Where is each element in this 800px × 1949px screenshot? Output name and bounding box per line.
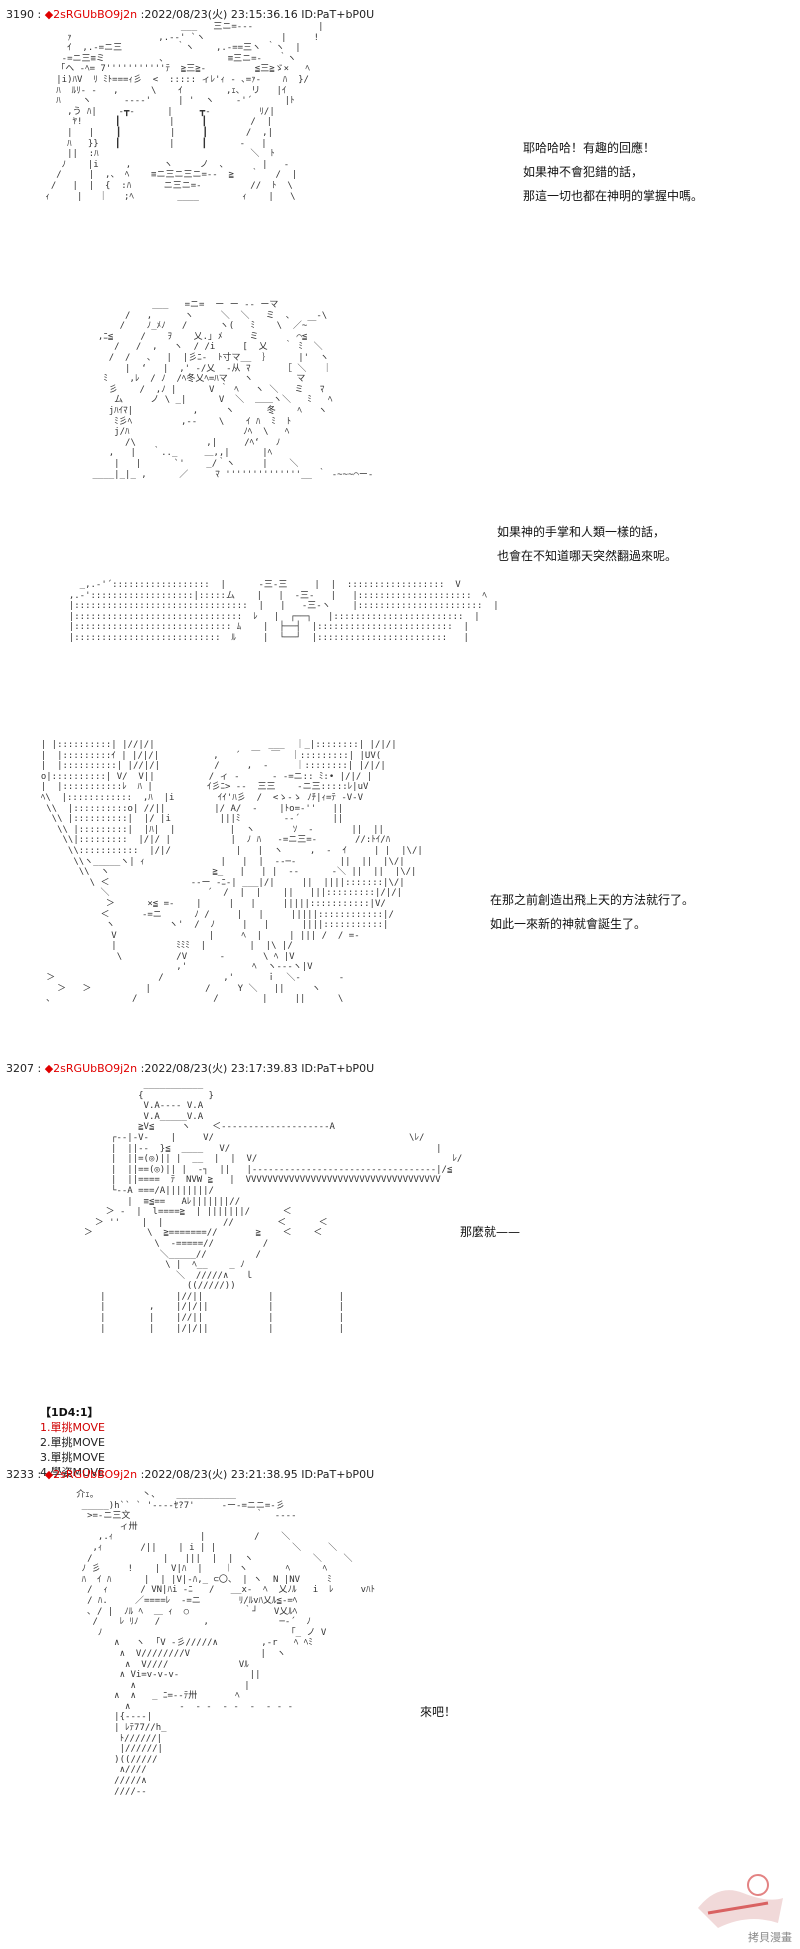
ascii-art-body-2: _,.-'´:::::::::::::::::: | ‐三‐三 | | ::::… <box>68 580 499 643</box>
ascii-art-pointing: 介ｪ。 丶、 ___________ _____)h`` ` '‐‐‐‐ｾ?7'… <box>76 1490 376 1797</box>
post-number: 3233 <box>6 1468 34 1481</box>
post-number: 3190 <box>6 8 34 21</box>
dialog-line: 耶哈哈哈！有趣的回應！ <box>523 141 656 155</box>
trip-link[interactable]: 2sRGUbBO9j2n <box>53 1468 138 1481</box>
diamond-icon: ◆ <box>44 1062 54 1075</box>
dialog-4: 那麼就—— <box>460 1220 520 1244</box>
post-number: 3207 <box>6 1062 34 1075</box>
post-datetime: :2022/08/23(火) 23:21:38.95 ID:PaT+bP0U <box>137 1468 375 1481</box>
dialog-line: 如此一來新的神就會誕生了。 <box>490 917 647 931</box>
post-sep: : <box>34 8 45 21</box>
diamond-icon: ◆ <box>44 1468 54 1481</box>
dice-option-2: 2.單挑MOVE <box>40 1436 105 1449</box>
dialog-line: 那麼就—— <box>460 1225 521 1239</box>
post-datetime: :2022/08/23(火) 23:17:39.83 ID:PaT+bP0U <box>137 1062 375 1075</box>
post-header-3207: 3207 : ◆2sRGUbBO9j2n :2022/08/23(火) 23:1… <box>6 1060 374 1076</box>
dialog-line: 如果神的手掌和人類一樣的話， <box>497 525 666 539</box>
dialog-line: 如果神不會犯錯的話， <box>523 165 644 179</box>
ascii-art-chainsaw: ___________ { } V.A‐‐‐‐ V.A V.A_____V.A … <box>83 1080 463 1334</box>
dice-title: 【1D4:1】 <box>40 1406 99 1419</box>
dialog-3: 在那之前創造出飛上天的方法就行了。 如此一來新的神就會誕生了。 <box>490 888 694 936</box>
dialog-2: 如果神的手掌和人類一樣的話， 也會在不知道哪天突然翻過來呢。 <box>497 520 677 568</box>
dice-option-4: 4.學姿MOVE <box>40 1466 105 1479</box>
trip-link[interactable]: 2sRGUbBO9j2n <box>53 1062 138 1075</box>
dialog-line: 在那之前創造出飛上天的方法就行了。 <box>490 893 695 907</box>
dialog-line: 也會在不知道哪天突然翻過來呢。 <box>497 549 678 563</box>
ascii-art-face-1: ___ 三ニ=--- | ｧ ,.-‐' `ヽ | ! ｲ ,.-=ニ三 ｀ヽ … <box>45 22 324 202</box>
post-datetime: :2022/08/23(火) 23:15:36.16 ID:PaT+bP0U <box>137 8 375 21</box>
diamond-icon: ◆ <box>44 8 54 21</box>
dice-option-3: 3.單挑MOVE <box>40 1451 105 1464</box>
post-sep: : <box>34 1468 45 1481</box>
post-header-3190: 3190 : ◆2sRGUbBO9j2n :2022/08/23(火) 23:1… <box>6 6 374 22</box>
dialog-1: 耶哈哈哈！有趣的回應！ 如果神不會犯錯的話， 那這一切也都在神明的掌握中嗎。 <box>523 136 703 208</box>
dice-option-1: 1.單挑MOVE <box>40 1421 105 1434</box>
dialog-line: 來吧！ <box>420 1705 457 1719</box>
post-header-3233: 3233 : ◆2sRGUbBO9j2n :2022/08/23(火) 23:2… <box>6 1466 374 1482</box>
post-sep: : <box>34 1062 45 1075</box>
ascii-art-3: | |::::::::::| |//|/| ___ ｜_|::::::::| |… <box>40 740 423 1005</box>
dialog-5: 來吧！ <box>420 1700 456 1724</box>
trip-link[interactable]: 2sRGUbBO9j2n <box>53 8 138 21</box>
dice-result: 【1D4:1】 1.單挑MOVE 2.單挑MOVE 3.單挑MOVE 4.學姿M… <box>40 1405 105 1480</box>
watermark-text: 拷貝漫畫 <box>748 1931 792 1944</box>
ascii-art-face-2: ___ =ニ= ー ー -- ーマ / , ヽ ＼ ＼ ミ 、 ‐\ / ﾉ_ﾒ… <box>92 300 374 480</box>
dialog-line: 那這一切也都在神明的掌握中嗎。 <box>523 189 704 203</box>
watermark-logo-icon <box>698 1874 783 1928</box>
